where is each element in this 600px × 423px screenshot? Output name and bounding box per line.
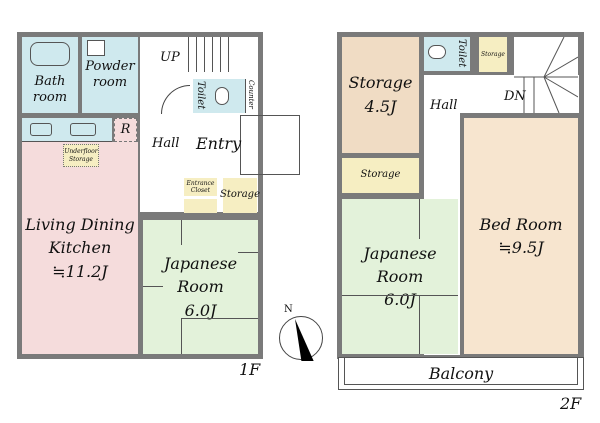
storage-small-2f: Storage (479, 37, 507, 72)
toilet-icon (215, 87, 229, 105)
storage-1f: Storage (220, 178, 260, 213)
room-label: Storage 4.5J (348, 73, 413, 116)
closet-lower (184, 199, 217, 213)
room-toilet-1f: Toilet (193, 79, 245, 113)
room-label: Toilet (456, 39, 467, 68)
stair-lines (514, 36, 579, 114)
floor1-label: 1F (239, 360, 261, 379)
stairs-up-label: UP (160, 50, 180, 65)
counter-1f: Counter (245, 79, 257, 113)
sink-icon (70, 123, 96, 136)
room-japanese-2f: Japanese Room 6.0J (342, 199, 458, 354)
hall-label: Hall (430, 98, 458, 113)
room-label: Entrance Closet (186, 179, 215, 195)
room-ldk: Living Dining Kitchen ≒11.2J (22, 142, 138, 354)
floor2-label: 2F (560, 394, 582, 413)
toilet-icon (428, 45, 446, 59)
room-label: Powder room (85, 58, 135, 90)
storage-2f: Storage (342, 158, 419, 193)
room-label: Japanese Room 6.0J (363, 241, 437, 312)
room-label: Storage (220, 189, 260, 201)
room-label: R (120, 121, 131, 137)
stove-icon (30, 123, 52, 136)
room-entry (190, 120, 240, 175)
room-japanese-1f: Japanese Room 6.0J (143, 220, 258, 354)
refrigerator-space: R (114, 118, 137, 142)
balcony: Balcony (338, 357, 584, 390)
room-bath: Bath room (22, 37, 78, 113)
room-label: Bed Room ≒9.5J (479, 214, 563, 257)
underfloor-storage: Underfloor Storage (63, 144, 99, 167)
bathtub-icon (30, 42, 70, 66)
room-toilet-2f: Toilet (424, 37, 470, 71)
room-storage-4-5j: Storage 4.5J (342, 37, 419, 153)
room-label: Balcony (428, 363, 494, 383)
north-arrow-icon (295, 319, 314, 361)
entrance-closet: Entrance Closet (184, 178, 217, 196)
entry-porch (240, 115, 300, 175)
room-label: Storage (360, 169, 401, 181)
room-label: Bath room (32, 73, 68, 105)
stairs-2f (514, 36, 579, 114)
room-label: Toilet (195, 81, 206, 110)
entry-label: Entry (196, 134, 242, 153)
room-label: Underfloor Storage (64, 148, 98, 163)
room-label: Counter (247, 80, 255, 109)
stairs-down-label: DN (504, 89, 526, 104)
compass (279, 316, 323, 361)
compass-north-label: N (284, 304, 293, 315)
room-label: Storage (481, 50, 505, 58)
room-label: Japanese Room 6.0J (163, 254, 238, 320)
room-label: Living Dining Kitchen ≒11.2J (25, 215, 135, 281)
hall-label: Hall (152, 136, 180, 151)
hall-lower (140, 175, 180, 212)
room-powder: Powder room (82, 37, 138, 113)
room-bedroom: Bed Room ≒9.5J (464, 118, 578, 354)
stairs-1f (180, 37, 258, 72)
sink-icon (87, 40, 105, 56)
kitchen-counter (22, 118, 112, 142)
